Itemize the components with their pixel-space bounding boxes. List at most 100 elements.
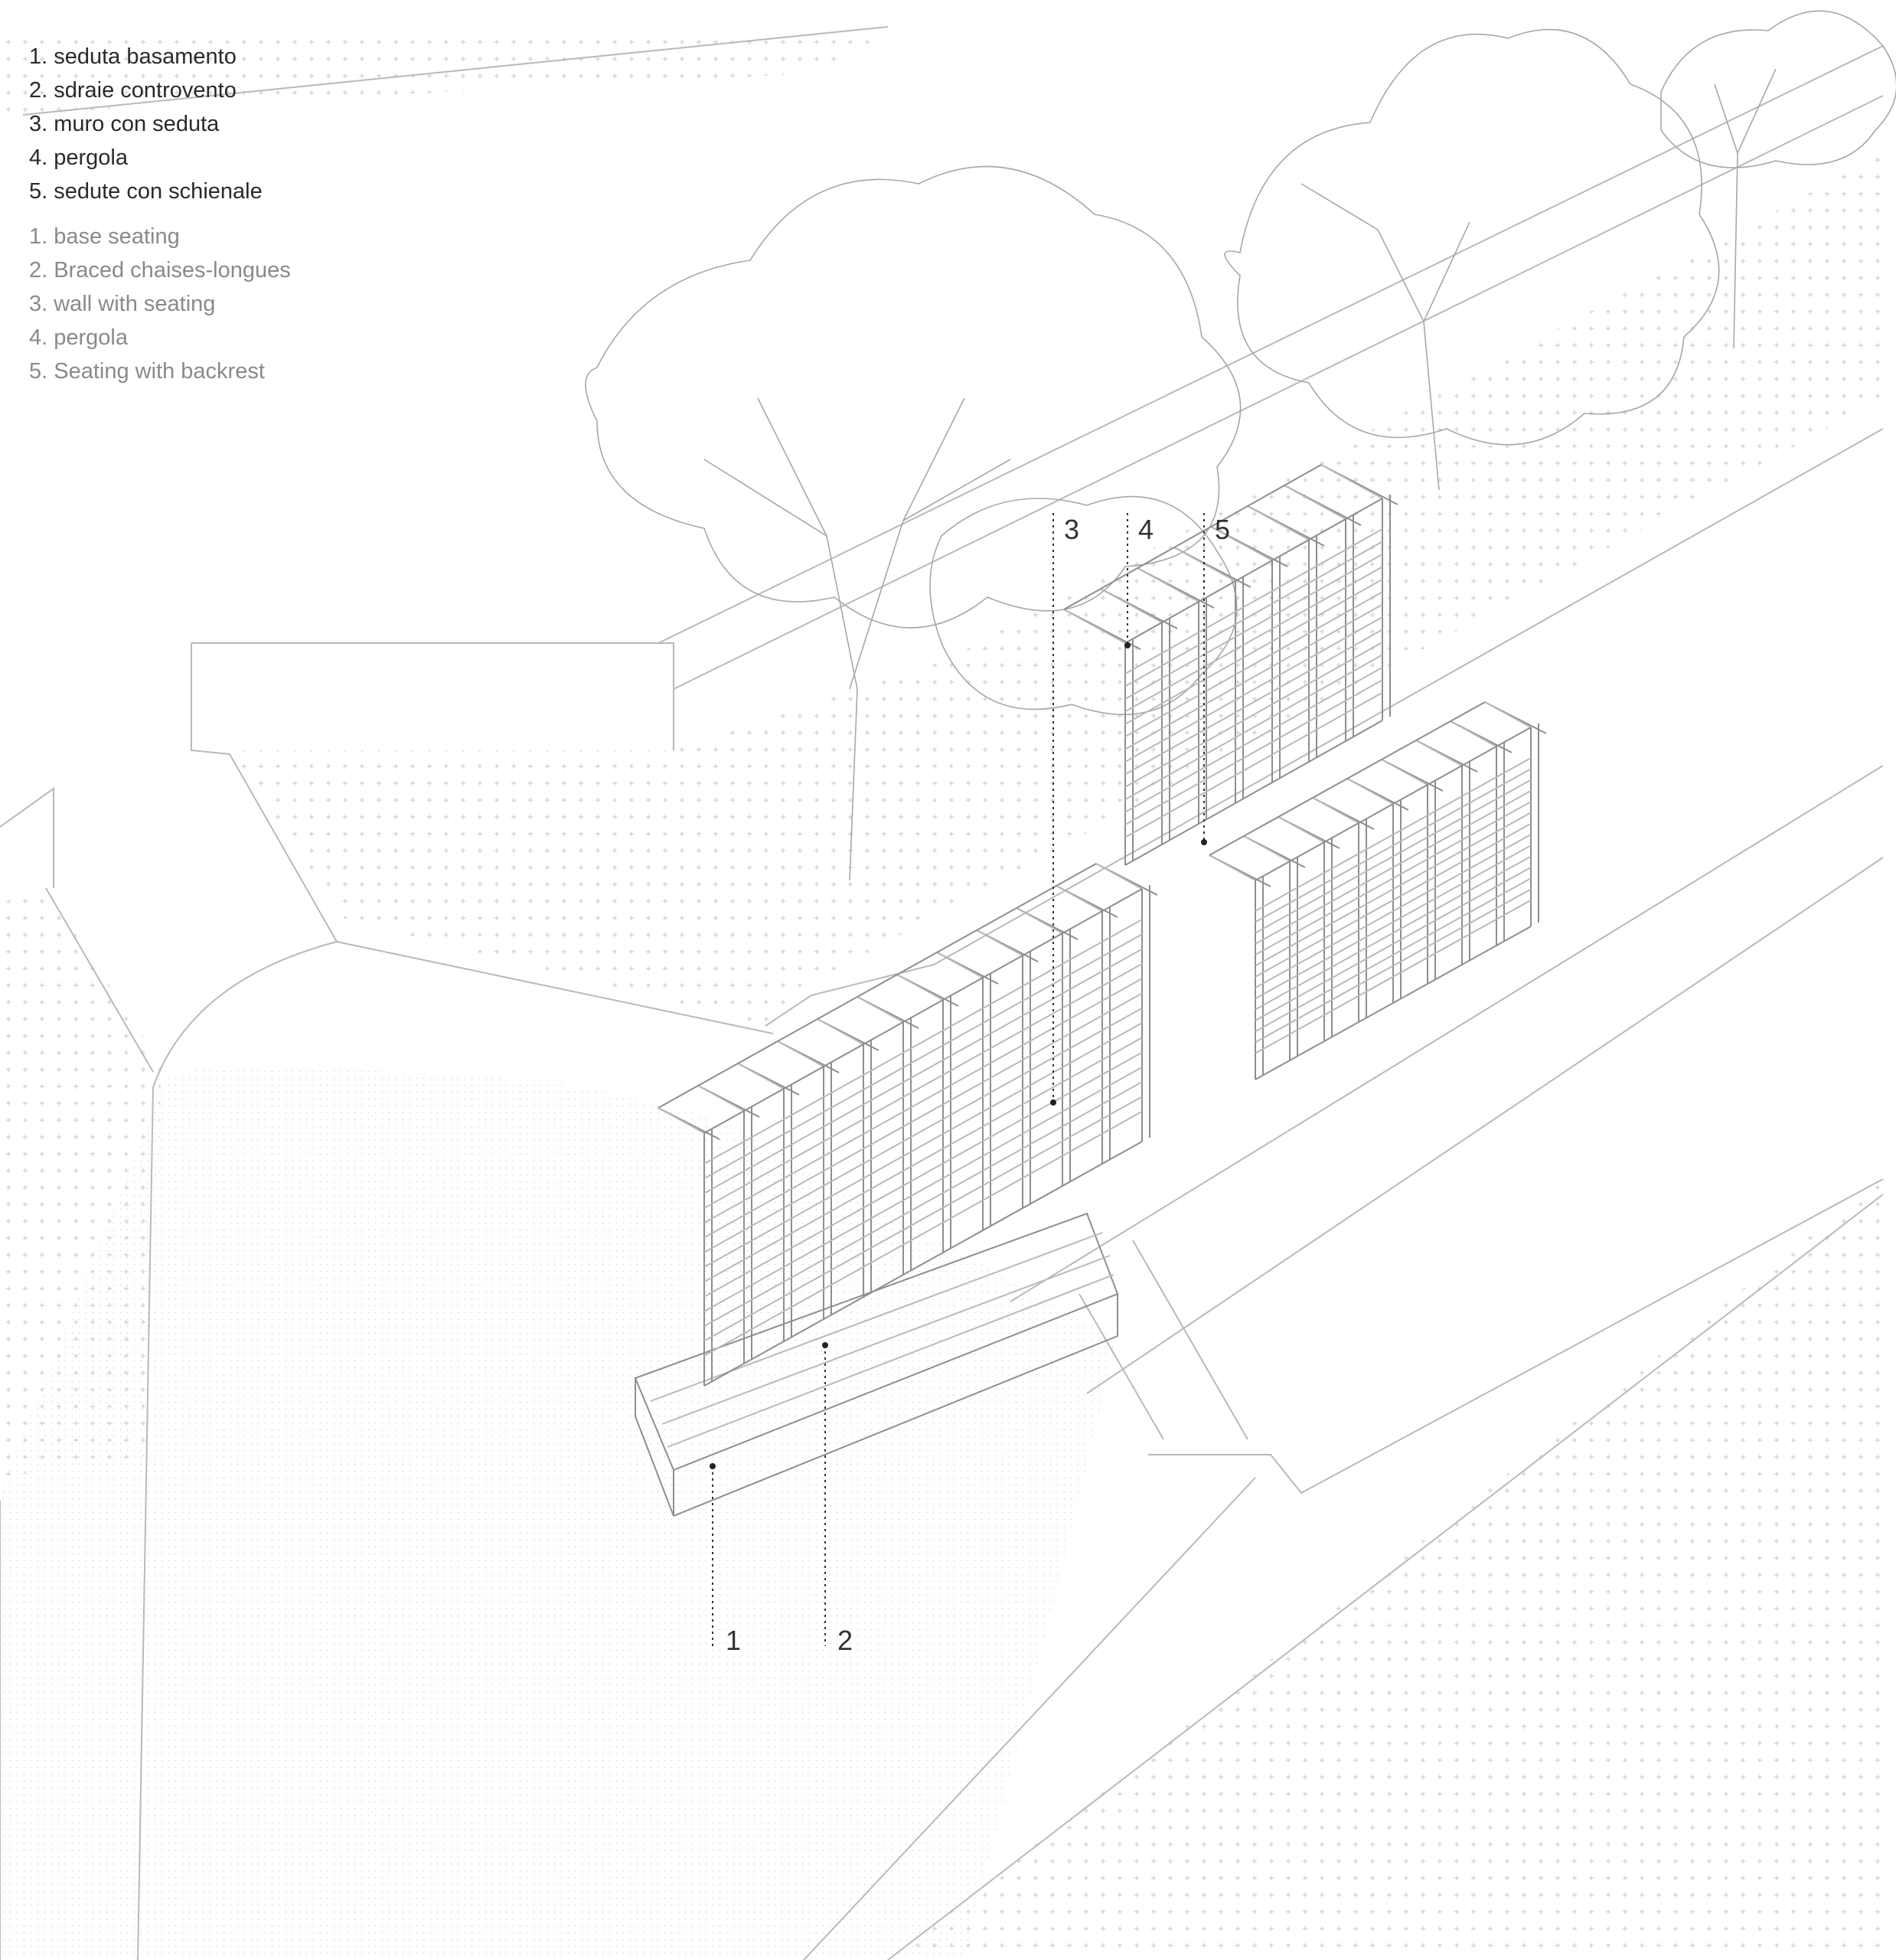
frame-member [1312, 797, 1359, 824]
frame-member [777, 1040, 824, 1067]
frame-member [1284, 485, 1346, 520]
frame-member [658, 1107, 705, 1134]
frame-member [1210, 526, 1273, 561]
frame-member [1381, 759, 1428, 786]
frame-member [1209, 854, 1256, 881]
frame-member [1255, 768, 1532, 923]
frame-member [1255, 877, 1532, 1033]
frame-member [1124, 616, 1383, 763]
frame-member [703, 1066, 1143, 1312]
legend-en-item-3: 3. wall with seating [29, 292, 216, 316]
frame-member [1255, 779, 1532, 934]
legend-en-item-2: 2. Braced chaises-longues [29, 258, 291, 283]
frame-member [1095, 863, 1143, 890]
legend-en-item-4: 4. pergola [29, 325, 128, 350]
frame-member [1124, 629, 1383, 776]
frame-member [1124, 603, 1383, 750]
frame-member [703, 978, 1143, 1224]
end-frame [1209, 701, 1547, 1080]
frame-member [1124, 498, 1383, 644]
frame-member [1484, 701, 1532, 728]
frame-member [737, 1063, 785, 1089]
frame-member [1124, 666, 1383, 813]
callout-5: 5 [1215, 514, 1230, 545]
frame-member [1255, 855, 1532, 1011]
frame-member [703, 888, 1143, 1134]
site-linework [0, 26, 1884, 1960]
frame-member [1016, 907, 1063, 934]
frame-member [1137, 567, 1199, 603]
frame-member [1209, 701, 1486, 856]
legend-it-item-1: 1. seduta basamento [29, 44, 237, 69]
frame-member [1255, 866, 1532, 1021]
frame-member [1255, 822, 1532, 978]
callout-1: 1 [726, 1625, 741, 1656]
legend-it-item-4: 4. pergola [29, 145, 128, 170]
frame-member [1124, 578, 1383, 725]
frame-member [703, 948, 1143, 1194]
frame-member [703, 1022, 1143, 1268]
frame-member [1415, 740, 1463, 766]
frame-member [1124, 679, 1383, 826]
ground-hatch [0, 31, 1883, 1960]
frame-member [703, 1081, 1143, 1328]
frame-member [1063, 609, 1126, 644]
legend-en-item-5: 5. Seating with backrest [29, 359, 265, 384]
frame-member [1243, 835, 1291, 862]
frame-member [1124, 591, 1383, 738]
frame-member [1346, 778, 1394, 805]
tree-right [1660, 10, 1896, 349]
frame-member [1247, 505, 1310, 541]
legend-it-item-3: 3. muro con seduta [29, 112, 220, 136]
frame-member [1255, 888, 1532, 1044]
frame-member [697, 1085, 745, 1112]
pergola-frame [1063, 464, 1398, 866]
frame-member [703, 1037, 1143, 1283]
frame-member [896, 974, 944, 1001]
frame-member [857, 996, 904, 1023]
frame-member [1124, 541, 1383, 688]
frame-member [1255, 727, 1532, 881]
legend-it-item-5: 5. sedute con schienale [29, 179, 263, 204]
frame-member [658, 863, 1097, 1109]
frame-member [1063, 464, 1322, 610]
callout-labels: 1 2 3 4 5 [726, 514, 1230, 1656]
frame-member [1255, 834, 1532, 988]
frame-member [1124, 691, 1383, 838]
callout-2: 2 [837, 1625, 853, 1656]
tree-left [585, 165, 1242, 881]
frame-member [703, 919, 1143, 1165]
legend-en-item-1: 1. base seating [29, 224, 180, 249]
frame-member [1255, 801, 1532, 956]
frame-member [1124, 566, 1383, 713]
legend-english: 1. base seating 2. Braced chaises-longue… [29, 220, 291, 388]
frame-member [1255, 789, 1532, 945]
frame-member [703, 1051, 1143, 1298]
frame-member [976, 929, 1023, 956]
frame-member [1255, 926, 1532, 1080]
frame-member [1124, 720, 1383, 866]
frame-member [1255, 899, 1532, 1054]
frame-member [703, 1096, 1143, 1342]
frame-member [1255, 757, 1532, 912]
frame-member [1278, 816, 1325, 843]
callout-3: 3 [1064, 514, 1079, 545]
frame-member [703, 933, 1143, 1180]
frame-member [703, 1007, 1143, 1253]
frame-member [1124, 654, 1383, 801]
frame-member [1056, 885, 1103, 912]
legend-it-item-2: 2. sdraie controvento [29, 78, 237, 103]
frame-member [1124, 553, 1383, 700]
callout-4: 4 [1138, 514, 1154, 545]
frame-member [1320, 464, 1383, 499]
frame-member [703, 992, 1143, 1239]
frame-member [1255, 812, 1532, 967]
frame-member [1124, 641, 1383, 788]
frame-member [1255, 844, 1532, 1000]
frame-member [817, 1018, 864, 1045]
frame-member [936, 952, 984, 978]
frame-member [1100, 588, 1163, 623]
tree-middle [1224, 28, 1720, 491]
frame-member [703, 1110, 1143, 1357]
